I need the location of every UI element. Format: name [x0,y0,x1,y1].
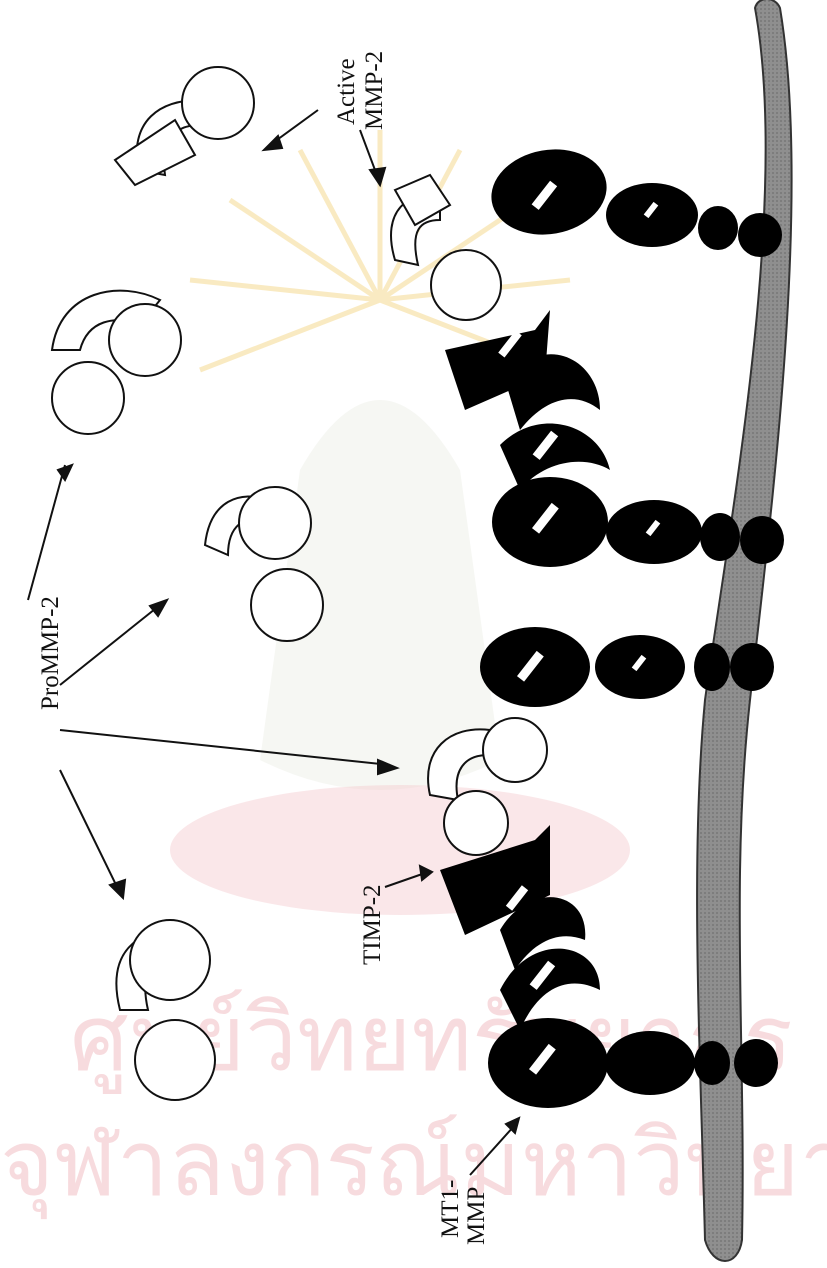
arrow-to-bound [59,729,391,766]
active-mmp2-free [113,66,255,187]
prommp2-free-top [50,289,182,435]
arrow-to-free-bottom [59,769,121,894]
mt1-mmp-linker-icon [606,183,698,247]
label-mt1-line2: MMP [463,1187,490,1245]
prommp2-free-bottom [115,919,216,1101]
label-prommp2: ProMMP-2 [37,596,64,710]
watermark-emblem-icon [260,400,500,790]
timp2-upper [445,310,550,410]
mt1-mmp-catalytic-upper [445,310,610,490]
mt1-mmp-2 [492,477,784,567]
prommp2-bound [427,717,548,856]
arrow-to-free-middle [59,604,161,686]
label-mt1-line1: MT1- [437,1180,464,1238]
arrows [27,109,521,1176]
mt1-mmp-1 [491,149,782,257]
cell-membrane [696,0,793,1262]
mt1-mmp-4 [488,1018,778,1108]
label-active-line1: Active [333,58,360,125]
label-active-line2: MMP-2 [361,51,388,130]
prommp2-free-middle [203,486,324,642]
label-timp2: TIMP-2 [359,884,386,965]
timp2-lower [440,825,550,935]
arrow-mt1-mmp [469,1124,516,1176]
mt1-mmp-catalytic-lower [440,825,600,1030]
arrow-to-free-top [27,464,66,601]
active-mmp2-bound [390,173,502,321]
watermark-cushion-icon [170,785,630,915]
labels: ProMMP-2 Active MMP-2 TIMP-2 MT1- MMP [37,51,490,1245]
mt1-mmp-3 [480,627,774,707]
watermark-line2: จุฬาลงกรณ์มหาวิทยาลัย [0,1110,827,1220]
